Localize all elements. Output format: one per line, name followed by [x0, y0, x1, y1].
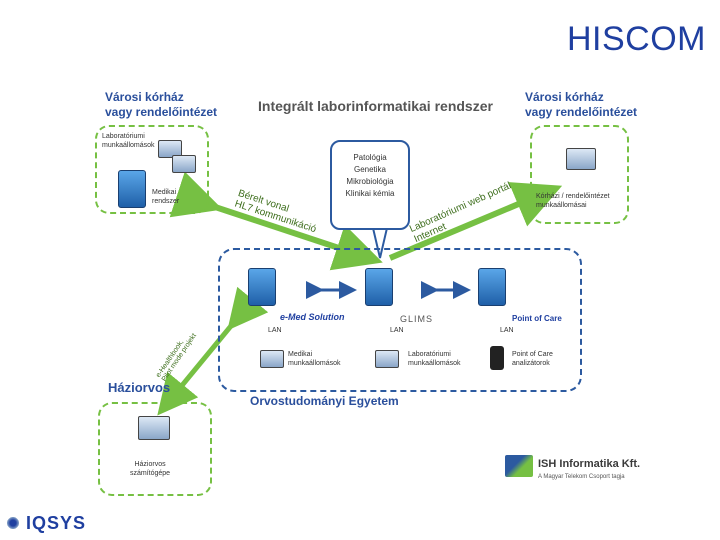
dept-item-line2: munkaállomások: [408, 360, 461, 367]
monitor-icon: [138, 416, 170, 440]
dept-item-line1: Medikai: [288, 351, 313, 358]
right-link-arrow: [388, 182, 563, 261]
monitor-icon: [375, 350, 399, 368]
left-system-line2: rendszer: [152, 198, 180, 205]
dept-item-line1: Point of Care: [512, 351, 553, 358]
dept-item: Point of Care analizátorok: [512, 350, 553, 368]
lan-label: LAN: [500, 327, 514, 334]
diagram-arrows: [157, 171, 563, 416]
bubble-item: Genetika: [353, 165, 387, 174]
left-system-label: Medikai rendszer: [152, 188, 179, 206]
analyzer-icon: [490, 346, 504, 370]
ish-logo-icon: [505, 455, 533, 477]
monitor-icon: [566, 148, 596, 170]
left-hospital-title: Városi kórház vagy rendelőintézet: [105, 90, 217, 120]
server-icon: [478, 268, 506, 306]
bubble-item: Mikrobiológia: [346, 177, 394, 186]
gp-box-line1: Háziorvos: [134, 461, 166, 468]
left-hospital-title-line1: Városi kórház: [105, 90, 184, 104]
footer-company: IQSYS: [26, 513, 87, 533]
right-workstations-line1: Kórházi / rendelőintézet: [536, 193, 610, 200]
bubble-item: Patológia: [353, 153, 387, 162]
iqsys-logo-icon: [6, 516, 20, 530]
right-hospital-box: [530, 125, 629, 224]
gp-title: Háziorvos: [108, 380, 171, 395]
left-workstations-label: Laboratóriumi munkaállomások: [102, 132, 155, 150]
left-hospital-title-line2: vagy rendelőintézet: [105, 105, 218, 119]
right-workstations-line2: munkaállomásai: [536, 202, 587, 209]
dept-item: Medikai munkaállomások: [288, 350, 341, 368]
monitor-icon: [172, 155, 196, 173]
dept-item-line1: Laboratóriumi: [408, 351, 451, 358]
lan-label: LAN: [268, 327, 282, 334]
left-hospital-box: [95, 125, 209, 214]
gp-box-label: Háziorvos számítógépe: [130, 460, 170, 478]
lan-label: LAN: [390, 327, 404, 334]
university-box: [218, 248, 582, 392]
gp-box-line2: számítógépe: [130, 470, 171, 477]
left-workstations-line1: Laboratóriumi: [102, 133, 145, 140]
university-label: Orvostudományi Egyetem: [250, 394, 399, 408]
server-icon: [365, 268, 393, 306]
monitor-icon: [158, 140, 182, 158]
right-hospital-title: Városi kórház vagy rendelőintézet: [525, 90, 637, 120]
left-workstations-line2: munkaállomások: [102, 142, 155, 149]
right-hospital-title-line1: Városi kórház: [525, 90, 604, 104]
server-icon: [118, 170, 146, 208]
right-hospital-title-line2: vagy rendelőintézet: [525, 105, 638, 119]
dept-item-line2: munkaállomások: [288, 360, 341, 367]
bubble-item: Klinikai kémia: [345, 189, 395, 198]
dept-item-line2: analizátorok: [512, 360, 550, 367]
server-icon: [248, 268, 276, 306]
discipline-bubble: Patológia Genetika Mikrobiológia Klinika…: [330, 140, 410, 230]
diagram-panel: Integrált laborinformatikai rendszer Vár…: [90, 80, 670, 520]
glims-logo: GLIMS: [400, 314, 434, 324]
left-system-line1: Medikai: [152, 189, 177, 196]
right-workstations-label: Kórházi / rendelőintézet munkaállomásai: [536, 192, 610, 210]
dept-item: Laboratóriumi munkaállomások: [408, 350, 461, 368]
point-of-care-label: Point of Care: [512, 314, 562, 323]
gp-link-arrow: [157, 286, 269, 416]
ish-title: ISH Informatika Kft.: [538, 458, 641, 470]
left-link-arrow: [169, 171, 383, 271]
emed-logo: e-Med Solution: [280, 312, 345, 322]
slide-title: HISCOM: [567, 20, 706, 58]
ish-subtitle: A Magyar Telekom Csoport tagja: [538, 474, 625, 480]
monitor-icon: [260, 350, 284, 368]
center-title: Integrált laborinformatikai rendszer: [258, 98, 493, 114]
gp-box: [98, 402, 212, 496]
